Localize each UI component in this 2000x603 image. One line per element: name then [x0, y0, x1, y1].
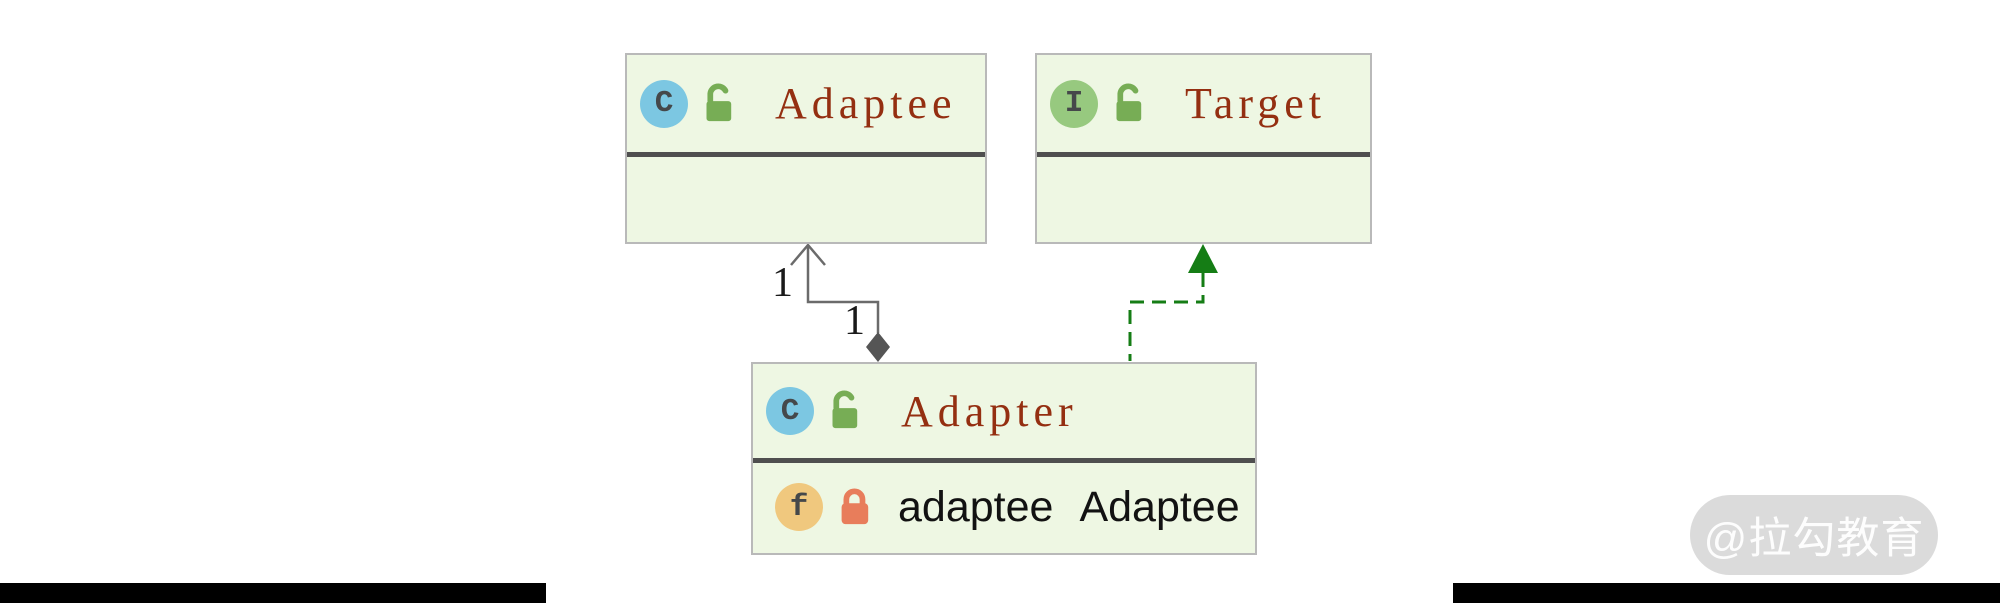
- locked-icon: [834, 486, 872, 528]
- realization-line: [1128, 273, 1205, 361]
- composition-edge: [790, 243, 890, 362]
- compartment-divider: [627, 152, 985, 157]
- field-type: Adaptee: [1079, 482, 1240, 531]
- compartment-divider: [1037, 152, 1370, 157]
- open-arrowhead-icon: [790, 243, 826, 266]
- node-title-row: C Adapter: [753, 364, 1255, 458]
- class-node-adaptee[interactable]: C Adaptee: [625, 53, 987, 244]
- multiplicity-label-adapter-end: 1: [844, 298, 865, 344]
- class-name: Adaptee: [775, 79, 957, 128]
- compartment-divider: [753, 458, 1255, 463]
- composition-diamond-icon: [866, 332, 890, 362]
- field-name: adaptee: [898, 482, 1054, 531]
- class-icon: C: [640, 79, 688, 128]
- bottom-bar-left: [0, 583, 546, 603]
- interface-icon: I: [1050, 79, 1098, 128]
- field-signature: adaptee Adaptee: [898, 483, 1240, 532]
- realization-edge: [1128, 244, 1218, 361]
- members-compartment: f adaptee Adaptee: [753, 463, 1255, 551]
- interface-node-target[interactable]: I Target: [1035, 53, 1372, 244]
- unlocked-icon: [1107, 83, 1145, 125]
- members-compartment: [627, 157, 985, 239]
- unlocked-icon: [823, 390, 861, 432]
- watermark-badge: @拉勾教育: [1690, 495, 1938, 575]
- interface-name: Target: [1185, 79, 1326, 128]
- unlocked-icon: [697, 83, 735, 125]
- multiplicity-label-adaptee-end: 1: [772, 260, 793, 306]
- field-row-adaptee[interactable]: f adaptee Adaptee: [753, 463, 1255, 551]
- triangle-arrowhead-icon: [1188, 244, 1218, 273]
- composition-line: [806, 245, 880, 333]
- node-title-row: C Adaptee: [627, 55, 985, 152]
- bottom-bar-right: [1453, 583, 2000, 603]
- class-name: Adapter: [901, 386, 1078, 436]
- members-compartment: [1037, 157, 1370, 239]
- class-icon: C: [766, 387, 814, 435]
- node-title-row: I Target: [1037, 55, 1370, 152]
- field-icon: f: [775, 483, 823, 531]
